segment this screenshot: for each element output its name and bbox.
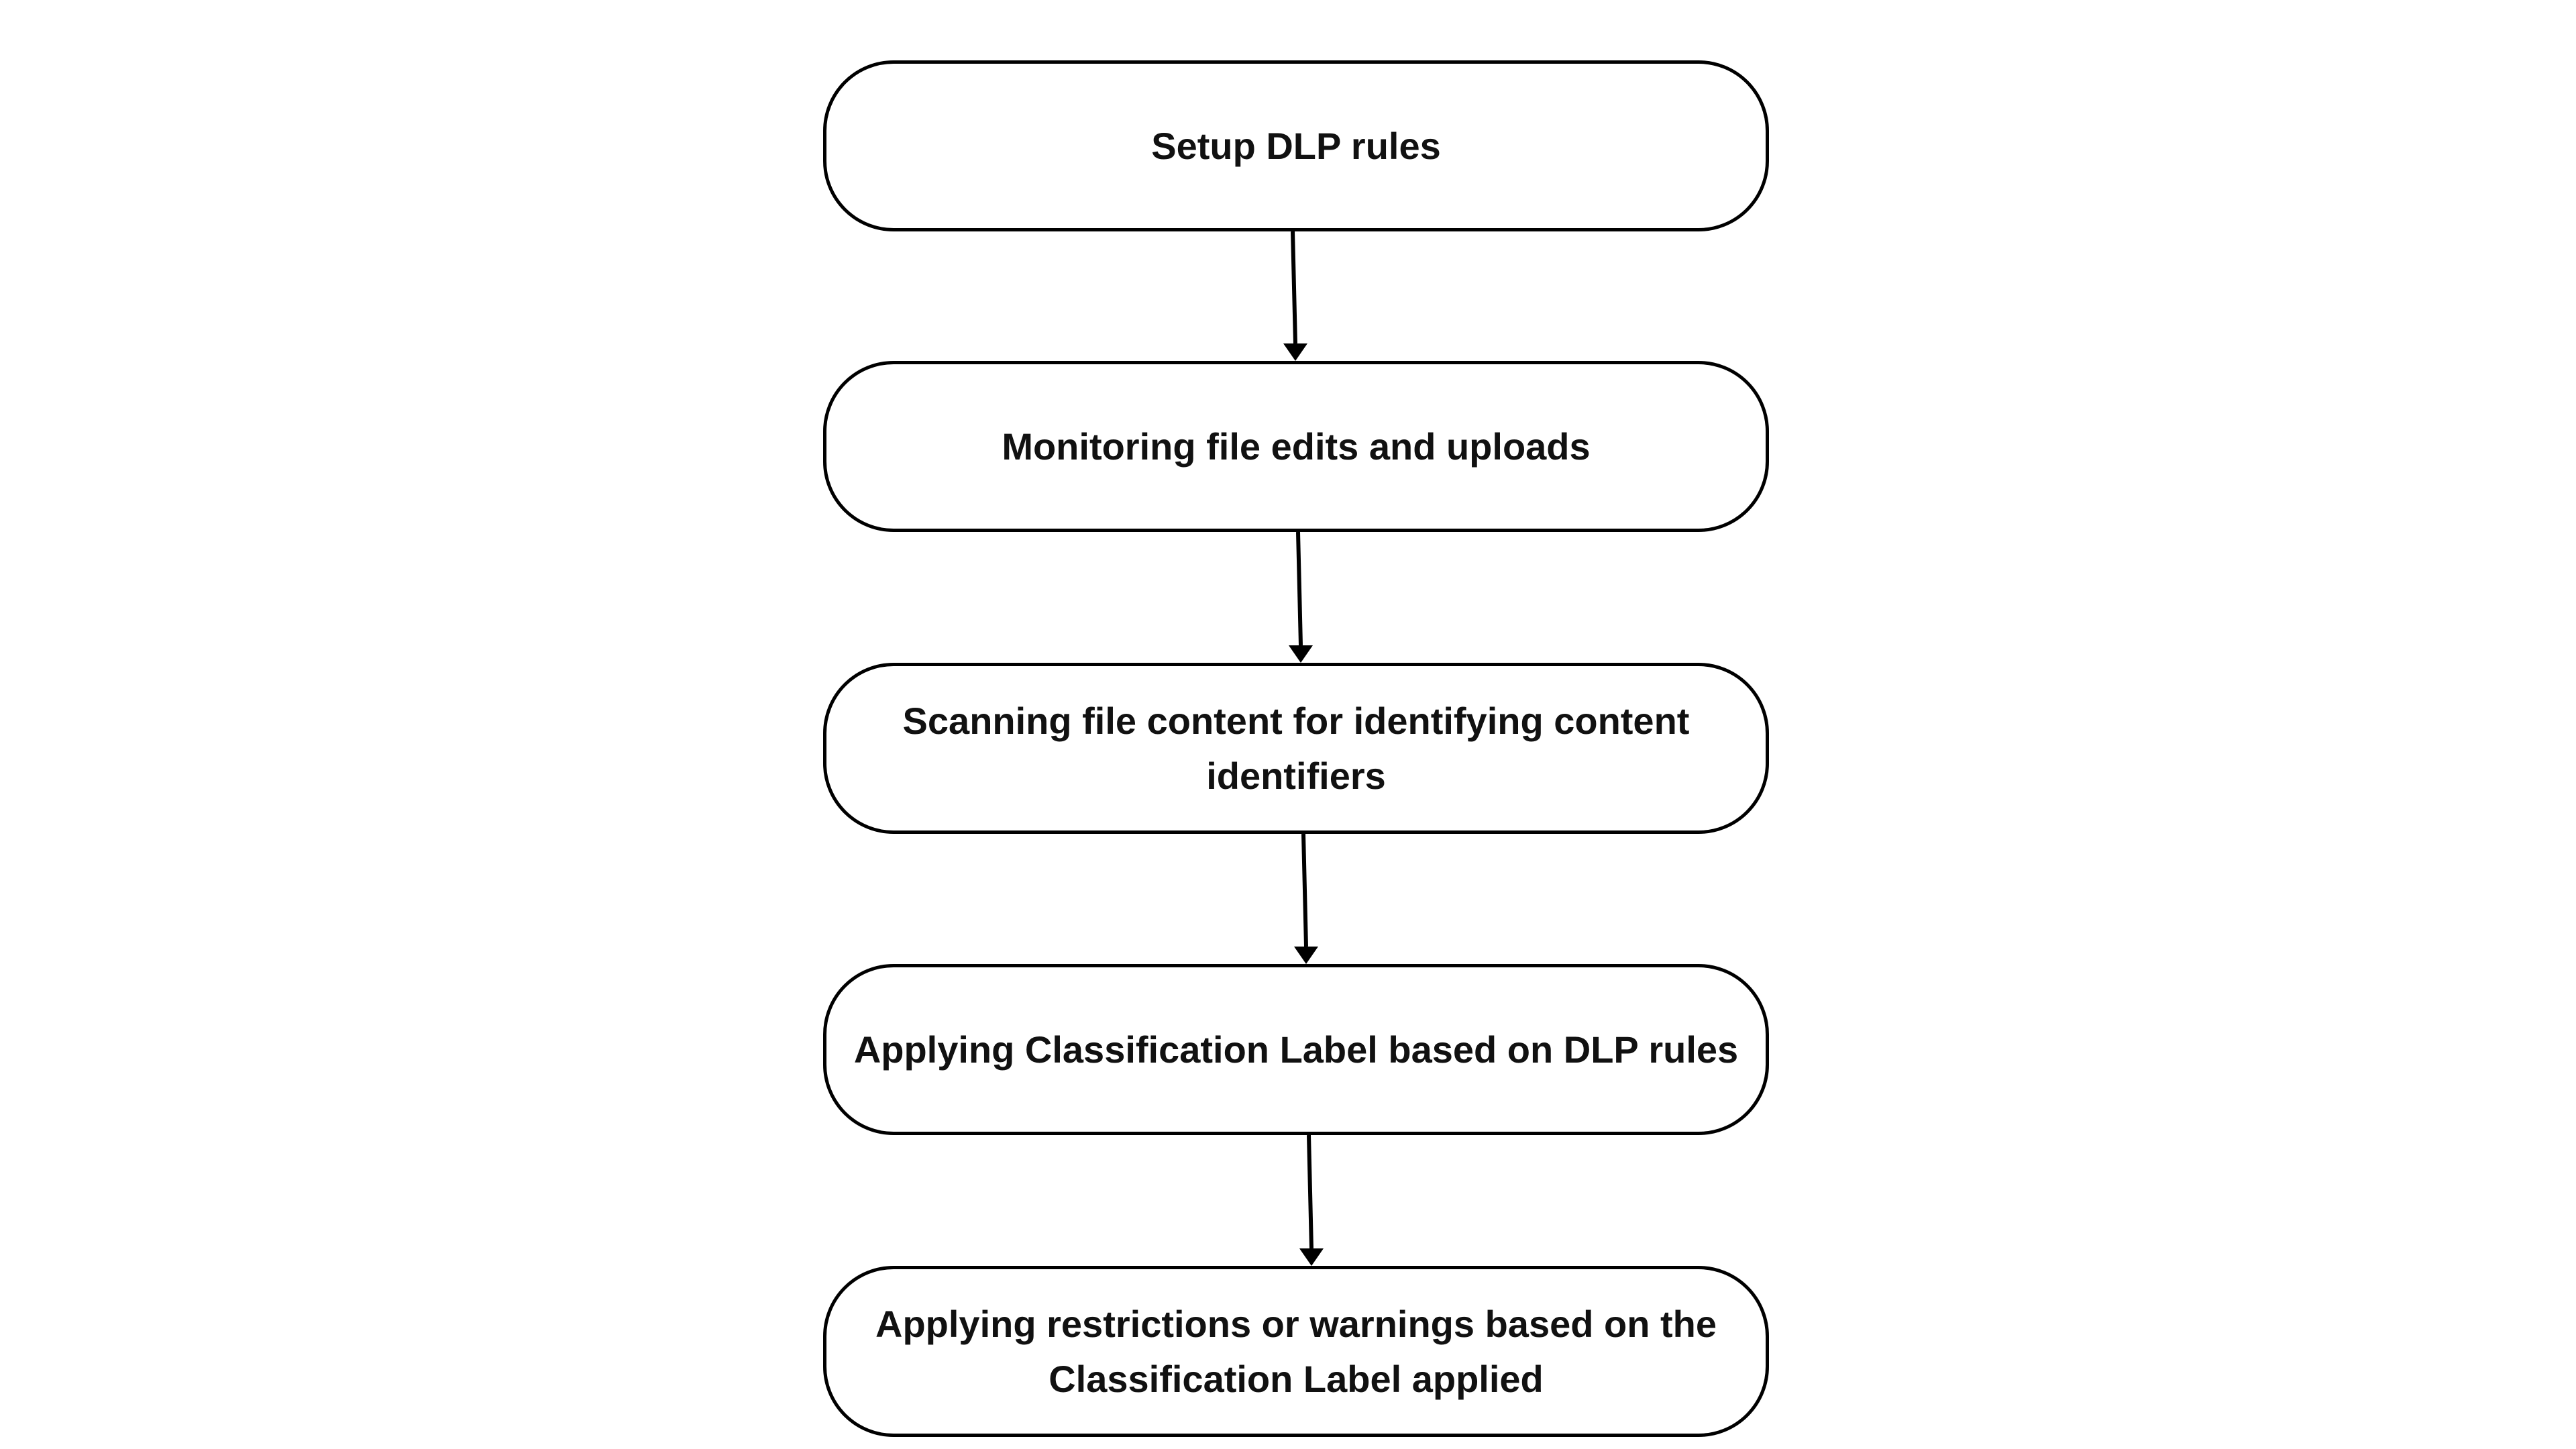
flow-step-label: Setup DLP rules xyxy=(1151,124,1441,167)
arrow-step2-to-step3 xyxy=(1289,531,1313,663)
flow-step-restrictions: Applying restrictions or warnings based … xyxy=(823,1266,1769,1437)
flow-step-scanning: Scanning file content for identifying co… xyxy=(823,663,1769,834)
flow-step-label: Applying Classification Label based on D… xyxy=(853,1028,1739,1071)
flow-step-label: Scanning file content for identifying co… xyxy=(902,699,1690,797)
flow-step-label: Applying restrictions or warnings based … xyxy=(875,1302,1717,1400)
flow-step-setup-dlp-rules: Setup DLP rules xyxy=(823,60,1769,231)
flow-step-label: Monitoring file edits and uploads xyxy=(1002,425,1591,468)
arrow-step4-to-step5 xyxy=(1299,1134,1324,1266)
arrow-step1-to-step2 xyxy=(1283,231,1307,361)
flow-step-monitoring: Monitoring file edits and uploads xyxy=(823,361,1769,532)
flow-step-classification-label: Applying Classification Label based on D… xyxy=(823,964,1769,1135)
arrow-step3-to-step4 xyxy=(1294,833,1318,964)
